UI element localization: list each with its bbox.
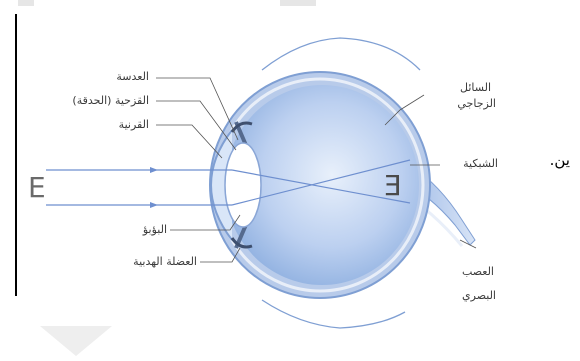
side-text: ين. (550, 151, 570, 169)
label-optic-nerve-2: البصري (462, 290, 496, 301)
object-letter-e: E (28, 174, 46, 202)
label-optic-nerve-1: العصب (462, 266, 494, 277)
label-vitreous-1: السائل (460, 82, 491, 93)
bottom-triangle (40, 326, 112, 356)
image-letter-e-inverted: E (384, 172, 402, 200)
label-pupil: البؤبؤ (143, 224, 167, 235)
label-iris: القزحية (الحدقة) (72, 95, 149, 106)
label-retina: الشبكية (463, 158, 498, 169)
label-vitreous-2: الزجاجي (457, 98, 496, 109)
label-cornea: القرنية (119, 119, 149, 130)
label-lens: العدسة (116, 71, 149, 82)
label-ciliary-muscle: العضلة الهدبية (133, 256, 197, 267)
lens (225, 143, 261, 227)
